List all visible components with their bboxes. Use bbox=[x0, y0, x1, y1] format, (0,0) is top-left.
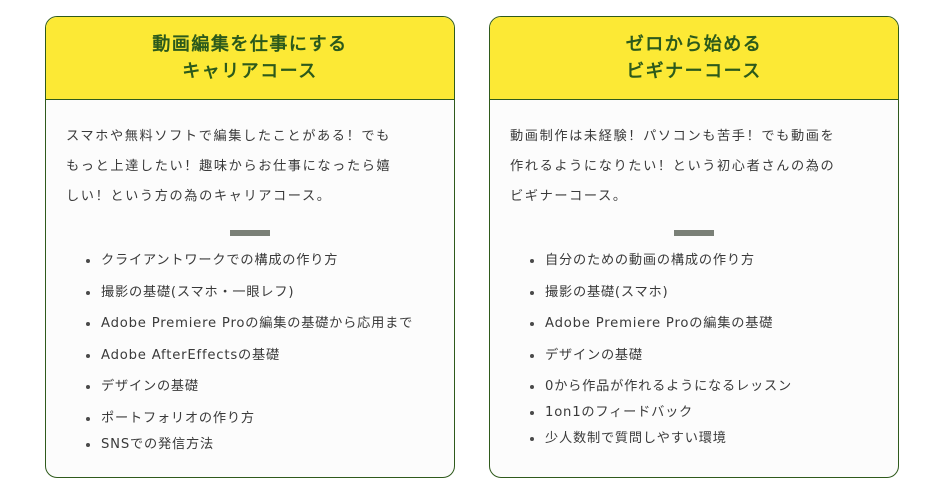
bullet-icon bbox=[530, 259, 534, 263]
bullet-icon bbox=[530, 290, 534, 295]
bullet-icon bbox=[86, 322, 90, 326]
feature-text: デザインの基礎 bbox=[101, 379, 199, 394]
course-title-line: キャリアコース bbox=[182, 61, 318, 82]
bullet-icon bbox=[530, 437, 534, 441]
feature-text: デザインの基礎 bbox=[545, 347, 643, 363]
feature-item: ポートフォリオの作り方 bbox=[86, 411, 434, 426]
course-card-body: 動画制作は未経験！パソコンも苦手！でも動画を 作れるようになりたい！という初心者… bbox=[490, 122, 898, 446]
feature-text: 撮影の基礎(スマホ・一眼レフ) bbox=[101, 284, 295, 300]
feature-item: Adobe Premiere Proの編集の基礎から応用まで bbox=[86, 316, 434, 331]
course-card-career: 動画編集を仕事にする キャリアコース スマホや無料ソフトで編集したことがある！で… bbox=[45, 16, 455, 478]
bullet-icon bbox=[86, 416, 90, 421]
course-card-body: スマホや無料ソフトで編集したことがある！でも もっと上達したい！趣味からお仕事に… bbox=[46, 122, 454, 452]
feature-text: 1on1のフィードバック bbox=[545, 405, 694, 420]
feature-list: 自分のための動画の構成の作り方 撮影の基礎(スマホ) Adobe Premier… bbox=[510, 253, 878, 446]
feature-item: 少人数制で質問しやすい環境 bbox=[530, 431, 878, 446]
feature-text: Adobe Premiere Proの編集の基礎 bbox=[545, 316, 774, 331]
feature-item: 1on1のフィードバック bbox=[530, 405, 878, 420]
feature-item: 0から作品が作れるようになるレッスン bbox=[530, 379, 878, 394]
description-line: 動画制作は未経験！パソコンも苦手！でも動画を bbox=[510, 129, 836, 144]
description-line: スマホや無料ソフトで編集したことがある！でも bbox=[66, 129, 391, 144]
feature-item: 撮影の基礎(スマホ) bbox=[530, 285, 878, 300]
bullet-icon bbox=[530, 385, 534, 389]
feature-text: Adobe AfterEffectsの基礎 bbox=[101, 347, 280, 363]
course-title-line: ゼロから始める bbox=[625, 34, 763, 55]
course-title-line: ビギナーコース bbox=[626, 61, 762, 82]
feature-item: Adobe Premiere Proの編集の基礎 bbox=[530, 316, 878, 331]
bullet-icon bbox=[86, 259, 90, 263]
course-description: 動画制作は未経験！パソコンも苦手！でも動画を 作れるようになりたい！という初心者… bbox=[510, 122, 878, 212]
description-line: しい！という方の為のキャリアコース。 bbox=[66, 189, 332, 204]
bullet-icon bbox=[86, 442, 90, 447]
course-title-line: 動画編集を仕事にする bbox=[152, 34, 348, 55]
feature-item: SNSでの発信方法 bbox=[86, 437, 434, 452]
description-line: 作れるようになりたい！という初心者さんの為の bbox=[510, 159, 836, 174]
feature-item: 撮影の基礎(スマホ・一眼レフ) bbox=[86, 285, 434, 300]
feature-text: 少人数制で質問しやすい環境 bbox=[545, 431, 727, 446]
section-divider bbox=[674, 230, 714, 236]
course-card-header: 動画編集を仕事にする キャリアコース bbox=[46, 17, 454, 100]
feature-item: Adobe AfterEffectsの基礎 bbox=[86, 348, 434, 363]
feature-item: デザインの基礎 bbox=[86, 379, 434, 394]
course-description: スマホや無料ソフトで編集したことがある！でも もっと上達したい！趣味からお仕事に… bbox=[66, 122, 434, 212]
feature-item: 自分のための動画の構成の作り方 bbox=[530, 253, 878, 268]
course-card-header: ゼロから始める ビギナーコース bbox=[490, 17, 898, 100]
feature-text: ポートフォリオの作り方 bbox=[101, 410, 255, 426]
description-line: もっと上達したい！趣味からお仕事になったら嬉 bbox=[66, 159, 392, 174]
feature-item: デザインの基礎 bbox=[530, 348, 878, 363]
section-divider bbox=[230, 230, 270, 236]
description-line: ビギナーコース。 bbox=[510, 189, 628, 204]
course-card-beginner: ゼロから始める ビギナーコース 動画制作は未経験！パソコンも苦手！でも動画を 作… bbox=[489, 16, 899, 478]
bullet-icon bbox=[86, 385, 90, 389]
feature-text: 0から作品が作れるようになるレッスン bbox=[545, 379, 792, 394]
feature-text: クライアントワークでの構成の作り方 bbox=[101, 253, 339, 268]
bullet-icon bbox=[86, 290, 90, 295]
bullet-icon bbox=[530, 322, 534, 326]
feature-item: クライアントワークでの構成の作り方 bbox=[86, 253, 434, 268]
feature-text: 撮影の基礎(スマホ) bbox=[545, 284, 669, 300]
feature-list: クライアントワークでの構成の作り方 撮影の基礎(スマホ・一眼レフ) Adobe … bbox=[66, 253, 434, 452]
feature-text: Adobe Premiere Proの編集の基礎から応用まで bbox=[101, 316, 414, 331]
feature-text: 自分のための動画の構成の作り方 bbox=[545, 253, 755, 268]
bullet-icon bbox=[86, 353, 90, 358]
bullet-icon bbox=[530, 353, 534, 358]
bullet-icon bbox=[530, 411, 534, 415]
feature-text: SNSでの発信方法 bbox=[101, 436, 214, 452]
